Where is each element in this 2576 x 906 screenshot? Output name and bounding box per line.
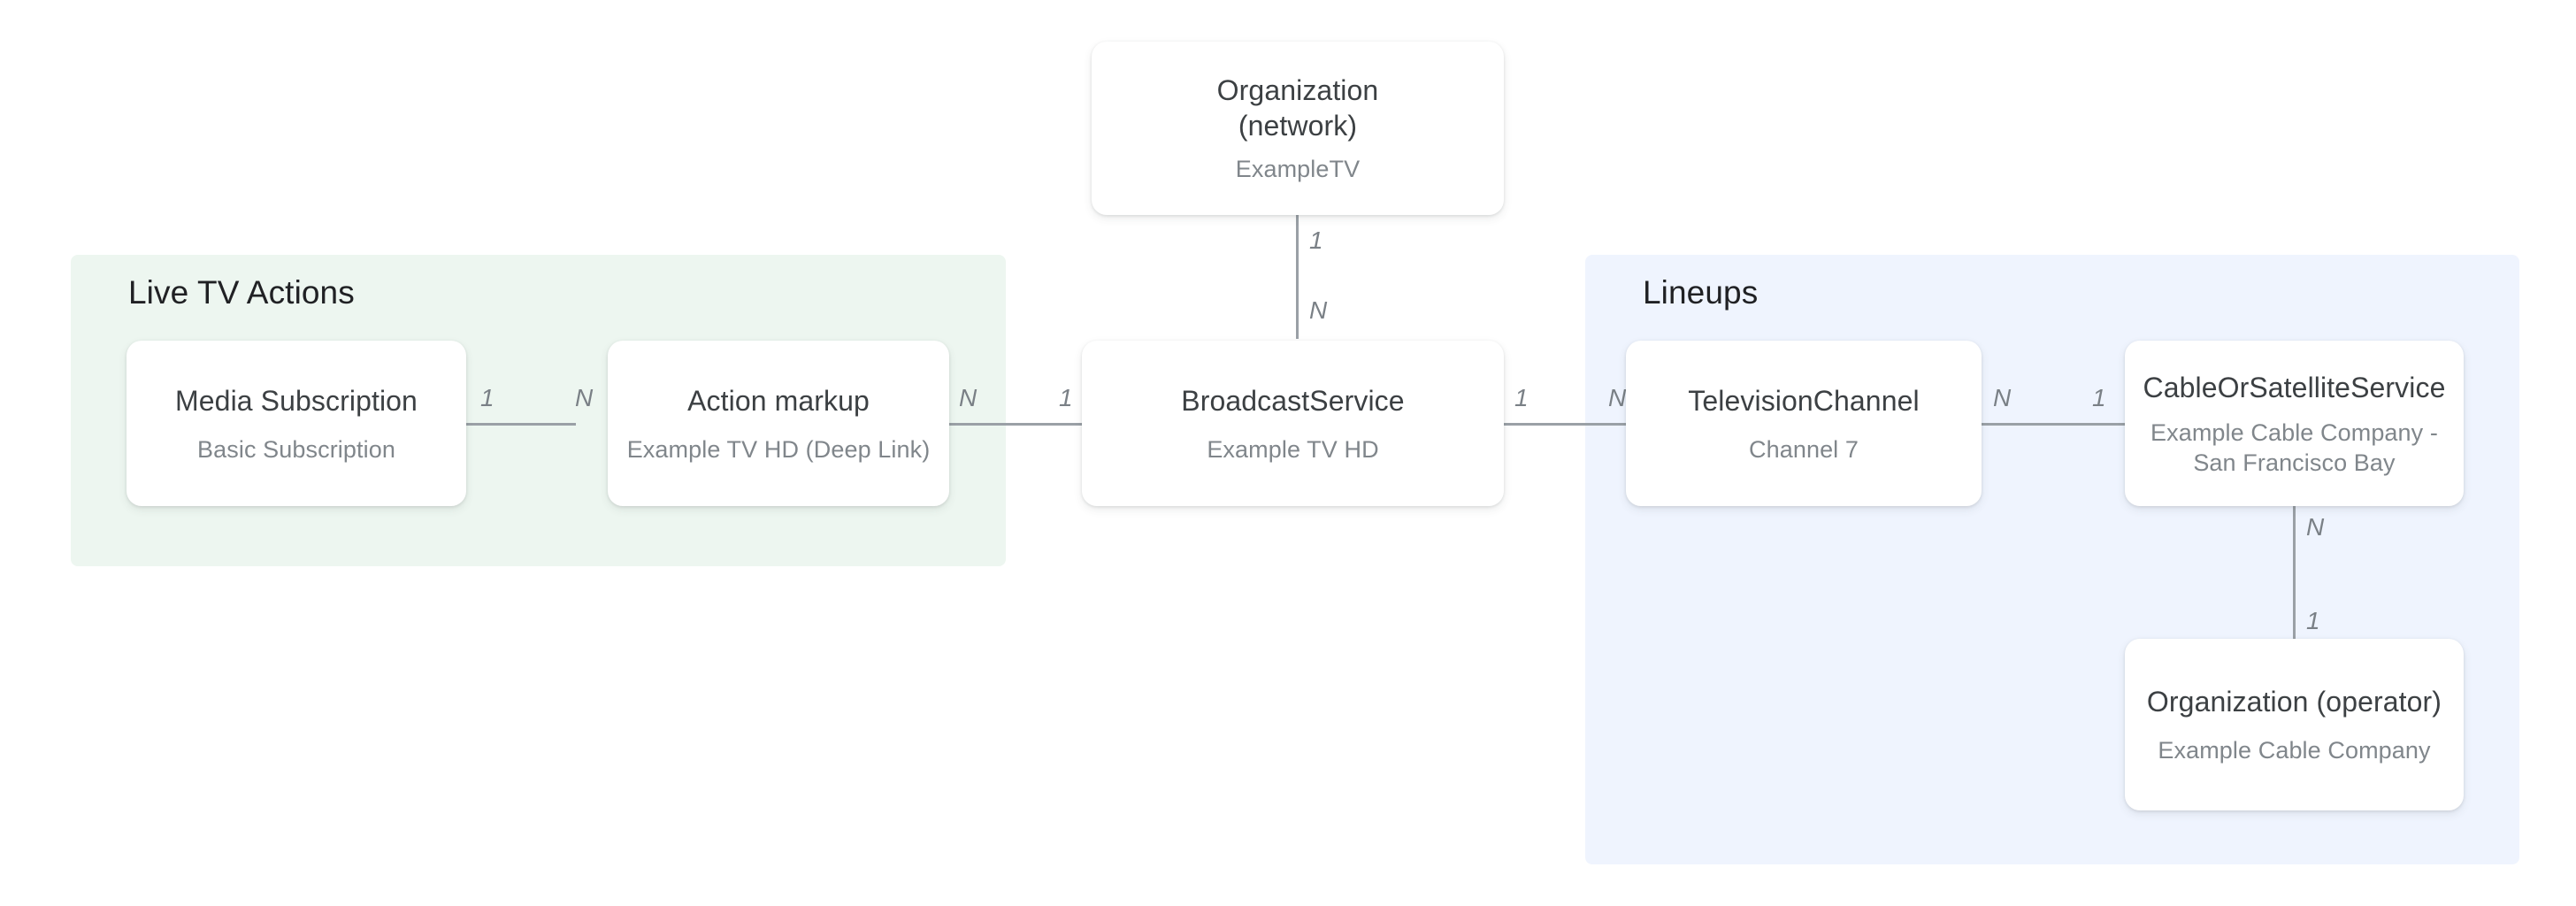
node-subtitle-media-subscription: Basic Subscription (197, 435, 395, 463)
edge-media-subscription-to-action-markup (466, 423, 576, 426)
cardinality-action-markup-to-broadcast-service-to: 1 (1059, 384, 1073, 411)
node-cable-or-satellite-service[interactable]: CableOrSatelliteService Example Cable Co… (2125, 341, 2464, 506)
cardinality-broadcast-service-to-television-channel-from: 1 (1514, 384, 1529, 411)
cardinality-org-network-to-broadcast-service-to: N (1309, 296, 1328, 324)
cardinality-cable-or-satellite-service-to-org-operator-from: N (2306, 513, 2325, 541)
node-title-television-channel: TelevisionChannel (1688, 384, 1920, 417)
node-television-channel[interactable]: TelevisionChannel Channel 7 (1626, 341, 1982, 506)
node-action-markup[interactable]: Action markup Example TV HD (Deep Link) (608, 341, 949, 506)
node-subtitle-broadcast-service: Example TV HD (1207, 435, 1379, 463)
node-subtitle-line2-cable-or-satellite-service: San Francisco Bay (2193, 449, 2396, 476)
node-title-organization-network: Organization (network) (1217, 73, 1379, 143)
node-organization-operator[interactable]: Organization (operator) Example Cable Co… (2125, 639, 2464, 810)
node-organization-network[interactable]: Organization (network) ExampleTV (1092, 42, 1504, 215)
node-title-media-subscription: Media Subscription (175, 384, 418, 417)
node-broadcast-service[interactable]: BroadcastService Example TV HD (1082, 341, 1504, 506)
cardinality-media-subscription-to-action-markup-from: 1 (480, 384, 494, 411)
node-title-organization-operator: Organization (operator) (2146, 686, 2442, 718)
cardinality-broadcast-service-to-television-channel-to: N (1608, 384, 1627, 411)
cardinality-action-markup-to-broadcast-service-from: N (959, 384, 978, 411)
node-subtitle-line1-cable-or-satellite-service: Example Cable Company - (2150, 418, 2438, 446)
edge-cable-or-satellite-service-to-org-operator (2293, 506, 2296, 639)
node-subtitle-action-markup: Example TV HD (Deep Link) (626, 435, 931, 463)
cardinality-cable-or-satellite-service-to-org-operator-to: 1 (2306, 607, 2320, 634)
cardinality-television-channel-to-cable-or-satellite-service-from: N (1993, 384, 2012, 411)
cardinality-media-subscription-to-action-markup-to: N (575, 384, 594, 411)
node-title-action-markup: Action markup (687, 384, 870, 417)
panel-title-lineups: Lineups (1643, 274, 1759, 311)
node-subtitle-television-channel: Channel 7 (1749, 435, 1859, 463)
node-subtitle-organization-operator: Example Cable Company (2158, 737, 2431, 764)
node-subtitle-organization-network: ExampleTV (1235, 156, 1361, 182)
node-title-broadcast-service: BroadcastService (1181, 384, 1405, 417)
node-title-line1-organization-network: Organization (1216, 74, 1379, 106)
cardinality-television-channel-to-cable-or-satellite-service-to: 1 (2092, 384, 2106, 411)
node-subtitle-cable-or-satellite-service: Example Cable Company - San Francisco Ba… (2150, 418, 2438, 478)
node-title-line2-organization-network: (network) (1238, 110, 1358, 142)
panel-title-live-tv-actions: Live TV Actions (128, 274, 355, 311)
edge-television-channel-to-cable-or-satellite-service (1982, 423, 2125, 426)
node-title-cable-or-satellite-service: CableOrSatelliteService (2143, 371, 2446, 403)
node-media-subscription[interactable]: Media Subscription Basic Subscription (126, 341, 466, 506)
edge-org-network-to-broadcast-service (1296, 215, 1299, 339)
edge-action-markup-to-broadcast-service (949, 423, 1082, 426)
edge-broadcast-service-to-television-channel (1504, 423, 1626, 426)
cardinality-org-network-to-broadcast-service-from: 1 (1309, 226, 1323, 254)
